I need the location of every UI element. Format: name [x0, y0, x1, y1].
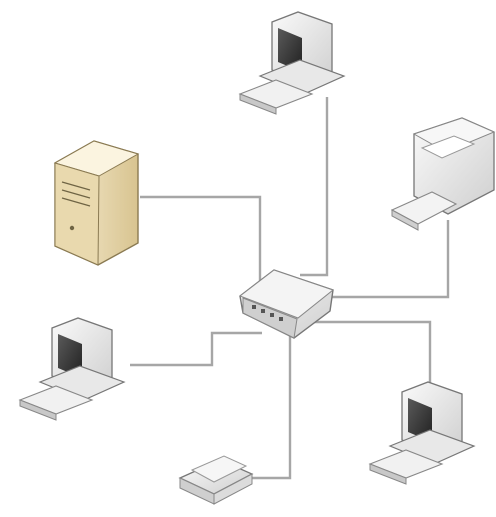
link-scanner — [250, 336, 292, 480]
link-workstation-right — [300, 320, 432, 390]
desktop-computer-icon — [238, 11, 346, 115]
printer-icon — [390, 117, 496, 231]
desktop-computer-icon — [368, 381, 476, 485]
link-printer — [318, 220, 450, 299]
network-links — [130, 97, 450, 480]
desktop-computer-icon — [18, 317, 126, 421]
tower-server-icon — [53, 140, 140, 266]
link-workstation-left — [130, 331, 262, 367]
network-hub-icon — [238, 269, 335, 339]
link-workstation-top — [300, 97, 329, 277]
scanner-icon — [178, 455, 254, 505]
link-server — [140, 195, 262, 285]
